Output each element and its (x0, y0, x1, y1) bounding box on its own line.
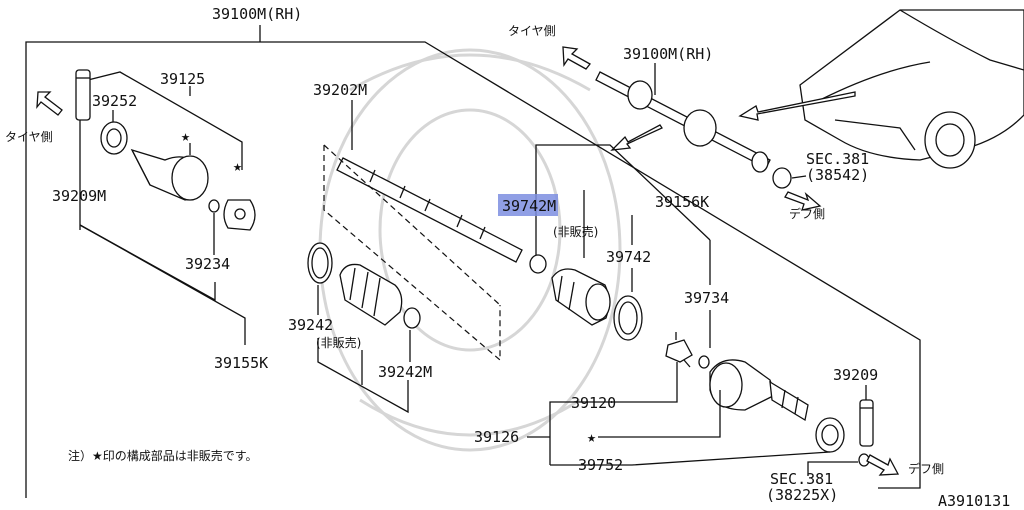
star-mark-3: ★ (587, 428, 596, 446)
label-39120: 39120 (571, 394, 616, 412)
label-not-for-sale-2: (非販売) (316, 335, 361, 350)
label-39234: 39234 (185, 255, 230, 273)
part-tripod (665, 339, 693, 363)
star-mark-2: ★ (233, 157, 242, 175)
part-39742m-clamp (529, 254, 547, 274)
label-sec381-top: SEC.381 (806, 150, 869, 168)
part-housing-stem (769, 380, 809, 422)
label-sec381-bottom-code: (38225X) (766, 486, 838, 504)
label-39156k: 39156K (655, 193, 709, 211)
label-39734: 39734 (684, 289, 729, 307)
highlight-39742m (498, 194, 558, 216)
label-39126: 39126 (474, 428, 519, 446)
star-mark-1: ★ (181, 127, 190, 145)
part-39242m-clamp (403, 307, 421, 329)
group-39202m: 39202M (313, 81, 523, 362)
group-39156k: 39742M (非販売) 39742 39156K 39734 (498, 144, 845, 453)
part-39209-grease-cap (859, 399, 874, 447)
part-39234-snap-ring (208, 199, 220, 213)
group-39209: 39209 (833, 366, 878, 447)
part-39202m-drive-shaft (336, 157, 523, 263)
label-39742m: 39742M (502, 197, 556, 215)
label-39242: 39242 (288, 316, 333, 334)
label-39125: 39125 (160, 70, 205, 88)
assembly-frame (25, 25, 921, 498)
inset-drive-shaft (595, 71, 771, 169)
label-39155k: 39155K (214, 354, 268, 372)
label-39742: 39742 (606, 248, 651, 266)
figure-code: A3910131 (938, 492, 1010, 510)
tire-direction-top (562, 46, 591, 70)
footnote: 注）★印の構成部品は非販売です。 (68, 448, 258, 463)
diff-direction-bottom (866, 454, 900, 476)
watermark-emblem (318, 48, 622, 452)
diff-side-label-top: デフ側 (789, 206, 825, 221)
arrow-car-to-shaft (738, 91, 856, 121)
label-not-for-sale-1: (非販売) (553, 224, 598, 239)
tire-side-label-left: タイヤ側 (5, 130, 53, 144)
vehicle-outline (799, 9, 1024, 161)
diff-direction-top (784, 191, 822, 211)
label-39209m: 39209M (52, 187, 106, 205)
inset-vehicle: 39100M(RH) タイヤ側 SEC.381 (38542) デフ側 (508, 9, 1024, 221)
arrow-shaft-to-detail (610, 124, 663, 151)
part-boot (339, 263, 403, 326)
group-39125: 39125 ★ ★ 39252 39209M 39234 (52, 69, 256, 302)
label-39202m: 39202M (313, 81, 367, 99)
label-39242m: 39242M (378, 363, 432, 381)
diff-side-label-bottom: デフ側 (908, 461, 944, 476)
group-39155k: 39242 (非販売) 39242M 39155K (79, 224, 432, 414)
tire-direction-left: タイヤ側 (5, 91, 63, 144)
label-39252: 39252 (92, 92, 137, 110)
group-39126: 39120 39126 ★ 39752 (474, 362, 831, 474)
part-39209m-grease-cap (75, 69, 91, 121)
label-39752: 39752 (578, 456, 623, 474)
tire-side-label-top: タイヤ側 (508, 24, 556, 38)
label-sec381-top-code: (38542) (806, 166, 869, 184)
part-snap-ring (698, 355, 710, 369)
title-label: 39100M(RH) (212, 5, 302, 23)
label-sec381-bottom: SEC.381 (770, 470, 833, 488)
group-sec381-bottom: SEC.381 (38225X) デフ側 (766, 453, 944, 504)
label-39209: 39209 (833, 366, 878, 384)
label-39100m-inset: 39100M(RH) (623, 45, 713, 63)
